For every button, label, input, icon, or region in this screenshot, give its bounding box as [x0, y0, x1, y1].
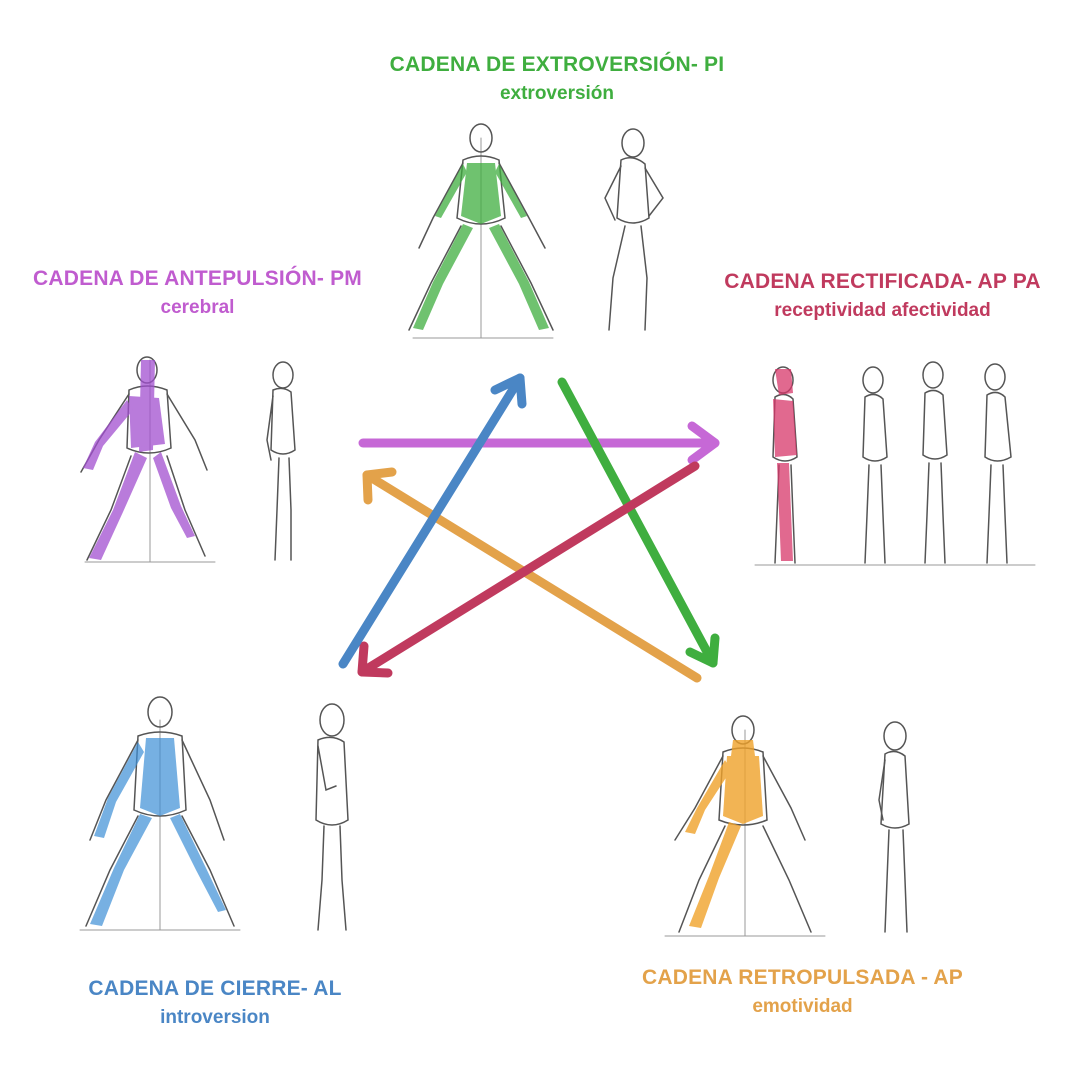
- figure-panel-antepulsion: [55, 340, 330, 580]
- chain-label-retropulsada: CADENA RETROPULSADA - AP emotividad: [610, 966, 995, 1018]
- body-figure-illustration: [408, 123, 664, 339]
- chain-label-rectificada: CADENA RECTIFICADA- AP PA receptividad a…: [700, 270, 1065, 322]
- arrow-purple: [358, 421, 720, 465]
- chain-label-antepulsion: CADENA DE ANTEPULSIÓN- PM cerebral: [0, 267, 395, 319]
- body-figure-illustration: [80, 356, 296, 563]
- body-figure-illustration: [79, 696, 349, 931]
- chain-title: CADENA RETROPULSADA - AP: [642, 966, 963, 989]
- chain-subtitle: extroversión: [499, 83, 615, 104]
- chain-subtitle: emotividad: [752, 996, 853, 1017]
- body-figure-illustration: [664, 715, 910, 937]
- chain-label-extroversion: CADENA DE EXTROVERSIÓN- PI extroversión: [357, 53, 757, 105]
- figure-panel-extroversion: [383, 108, 683, 368]
- arrow-crimson: [357, 461, 700, 678]
- chain-title: CADENA RECTIFICADA- AP PA: [724, 270, 1041, 293]
- chain-label-cierre: CADENA DE CIERRE- AL introversion: [40, 977, 390, 1029]
- chain-subtitle: cerebral: [160, 297, 235, 318]
- arrow-orange: [362, 467, 702, 683]
- chain-subtitle: receptividad afectividad: [774, 300, 991, 321]
- chain-title: CADENA DE ANTEPULSIÓN- PM: [33, 267, 362, 290]
- figure-panel-rectificada: [745, 345, 1045, 585]
- arrow-green: [557, 377, 720, 668]
- figure-panel-cierre: [60, 690, 395, 965]
- chain-title: CADENA DE EXTROVERSIÓN- PI: [389, 53, 725, 76]
- chain-title: CADENA DE CIERRE- AL: [88, 977, 342, 1000]
- figure-panel-retropulsada: [645, 700, 970, 960]
- arrow-blue: [338, 373, 527, 669]
- chain-subtitle: introversion: [160, 1007, 270, 1028]
- body-figure-illustration: [754, 361, 1036, 566]
